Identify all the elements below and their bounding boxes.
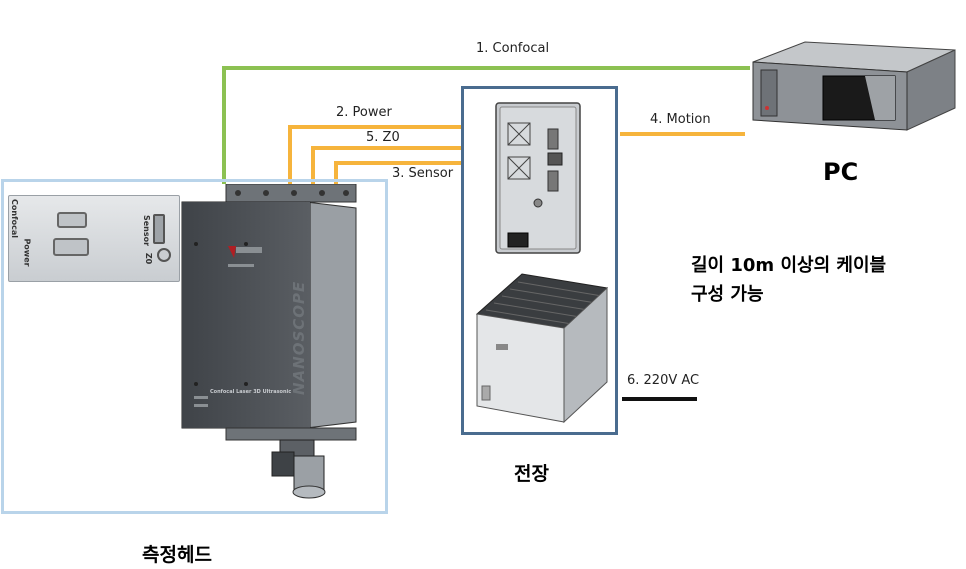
z0-cable <box>311 146 462 190</box>
confocal-cable-label: 1. Confocal <box>476 41 550 56</box>
controller-box <box>475 273 609 424</box>
motion-cable-label: 4. Motion <box>650 112 711 127</box>
sensor-cable-label: 3. Sensor <box>392 166 454 181</box>
power-cable-label: 2. Power <box>336 105 392 120</box>
ac-cable-label: 6. 220V AC <box>627 373 700 388</box>
head-brand-text: NANOSCOPE <box>290 280 308 395</box>
connector-label-confocal: Confocal <box>9 199 19 238</box>
dsub-connector-icon-2 <box>53 238 89 256</box>
measurement-head-label: 측정헤드 <box>142 544 212 566</box>
controller-rear-panel <box>495 102 581 254</box>
controller-label: 전장 <box>514 463 549 485</box>
pc-label: PC <box>823 158 859 186</box>
controller-frame <box>461 86 618 435</box>
dsub-connector-icon <box>57 212 87 228</box>
pc-rack-case <box>752 41 956 131</box>
z0-cable-label: 5. Z0 <box>366 130 400 145</box>
power-cable <box>288 125 462 190</box>
connector-label-sensor: Sensor <box>142 214 152 247</box>
z0-connector-icon <box>157 248 171 262</box>
head-product-text: Confocal Laser 3D Ultrasonic <box>210 389 292 395</box>
sensor-connector-icon <box>153 214 165 244</box>
cable-length-note: 길이 10m 이상의 케이블 <box>691 255 887 276</box>
connector-panel: Confocal Power Sensor Z0 <box>8 195 180 282</box>
measurement-head-frame <box>1 179 388 514</box>
confocal-cable <box>222 66 750 184</box>
connector-label-power: Power <box>22 238 32 267</box>
cable-length-note-line2: 구성 가능 <box>691 284 764 305</box>
connector-label-z0: Z0 <box>144 252 154 265</box>
measurement-head-device <box>181 184 357 499</box>
